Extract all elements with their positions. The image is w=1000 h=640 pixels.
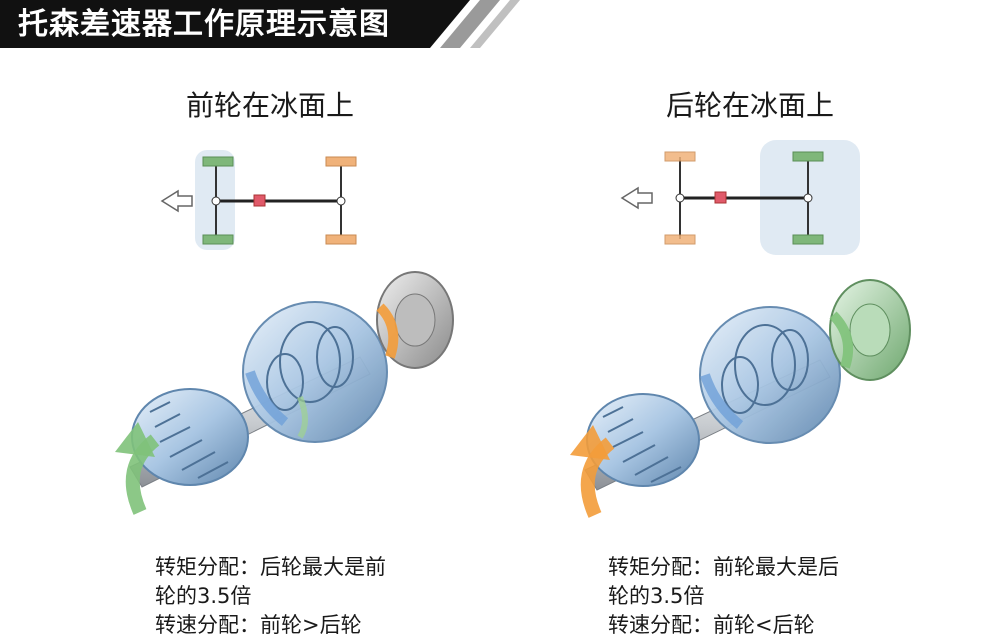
- front-left-wheel: [202, 156, 234, 167]
- torque-distribution-line: 转矩分配：后轮最大是前: [155, 555, 386, 579]
- torsen-mechanism-illustration-front-ice: [115, 271, 454, 515]
- speed-distribution-line: 转速分配：前轮>后轮: [155, 613, 362, 637]
- panel-title-rear-ice: 后轮在冰面上: [665, 89, 834, 122]
- rear-output-arrow: [376, 303, 399, 359]
- rear-left-wheel: [325, 156, 357, 167]
- rear-differential: [336, 196, 346, 206]
- drivetrain-diagram-rear-ice: [620, 140, 860, 255]
- front-left-wheel: [664, 151, 696, 162]
- torque-distribution-line: 转矩分配：前轮最大是后: [608, 555, 839, 579]
- rear-right-wheel: [792, 234, 824, 245]
- input-arrow-head: [570, 425, 610, 460]
- rear-output-arrow: [829, 311, 853, 369]
- torque-distribution-line-cont: 轮的3.5倍: [155, 584, 252, 608]
- panel-title-front-ice: 前轮在冰面上: [185, 89, 354, 122]
- housing-rotation-arrow: [700, 373, 744, 429]
- direction-arrow-icon: [160, 189, 193, 213]
- page-title: 托森差速器工作原理示意图: [18, 7, 390, 42]
- rear-right-wheel: [325, 234, 357, 245]
- speed-distribution-line: 转速分配：前轮<后轮: [608, 613, 815, 637]
- front-differential: [675, 193, 685, 203]
- center-differential: [714, 191, 727, 204]
- caption-front-ice: 转矩分配：后轮最大是前 轮的3.5倍 转速分配：前轮>后轮: [155, 553, 475, 640]
- housing-rotation-arrow: [245, 370, 289, 426]
- torque-distribution-line-cont: 轮的3.5倍: [608, 584, 705, 608]
- rear-left-wheel: [792, 151, 824, 162]
- differential-housing: [242, 301, 388, 443]
- caption-rear-ice: 转矩分配：前轮最大是后 轮的3.5倍 转速分配：前轮<后轮: [608, 553, 928, 640]
- front-output-arrow: [297, 395, 308, 439]
- rear-differential: [803, 193, 813, 203]
- front-right-wheel: [664, 234, 696, 245]
- drivetrain-diagram-front-ice: [160, 150, 357, 250]
- differential-housing: [699, 306, 841, 444]
- front-differential: [211, 196, 221, 206]
- direction-arrow-icon: [620, 186, 653, 210]
- header-banner: 托森差速器工作原理示意图: [0, 0, 1000, 48]
- banner-shape: [0, 0, 520, 48]
- torsen-mechanism-illustration-rear-ice: [570, 279, 911, 518]
- front-right-wheel: [202, 234, 234, 245]
- center-differential: [253, 194, 266, 207]
- input-arrow-head: [115, 422, 155, 457]
